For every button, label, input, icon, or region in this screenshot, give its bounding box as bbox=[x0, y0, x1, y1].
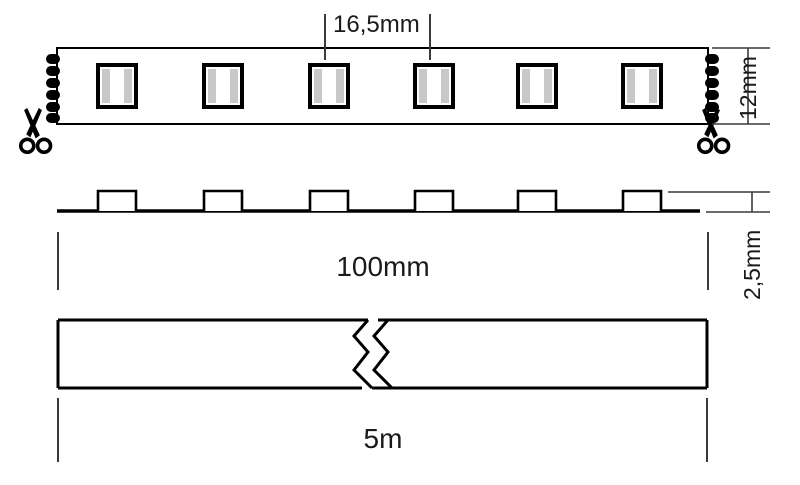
reel-view: 5m bbox=[56, 318, 709, 462]
dimension-strip-width: 12mm bbox=[712, 47, 770, 125]
led-module-top bbox=[516, 63, 558, 109]
reel-bar-right bbox=[372, 318, 709, 390]
dimension-led-pitch: 16,5mm bbox=[324, 11, 431, 60]
led-module-top bbox=[621, 63, 663, 109]
led-module-top bbox=[413, 63, 455, 109]
led-module-top bbox=[308, 63, 350, 109]
dimension-label-strip-thickness: 2,5mm bbox=[739, 230, 765, 300]
dimension-label-reel-length: 5m bbox=[364, 423, 403, 454]
top-view bbox=[18, 47, 731, 155]
reel-bar-left bbox=[56, 318, 368, 390]
contact-pads-left bbox=[46, 54, 60, 123]
led-bump-side bbox=[413, 189, 455, 211]
led-bump-side bbox=[308, 189, 350, 211]
led-bump-side bbox=[621, 189, 663, 211]
led-bump-side bbox=[202, 189, 244, 211]
dimension-label-strip-width: 12mm bbox=[735, 56, 761, 120]
strip-body-top bbox=[56, 47, 709, 125]
led-bump-side bbox=[516, 189, 558, 211]
dimension-strip-thickness: 2,5mm bbox=[668, 191, 770, 300]
scissors-icon-left bbox=[18, 108, 53, 155]
led-module-top bbox=[96, 63, 138, 109]
side-view bbox=[57, 189, 700, 213]
break-line-icon bbox=[352, 319, 394, 390]
dimension-label-led-pitch: 16,5mm bbox=[333, 11, 420, 38]
scissors-icon-right bbox=[696, 108, 731, 155]
led-bump-side bbox=[96, 189, 138, 211]
led-module-top bbox=[202, 63, 244, 109]
dimension-cut-segment: 100mm bbox=[57, 232, 709, 290]
contact-pads-right bbox=[705, 54, 719, 123]
dimension-label-cut-segment: 100mm bbox=[336, 251, 429, 282]
